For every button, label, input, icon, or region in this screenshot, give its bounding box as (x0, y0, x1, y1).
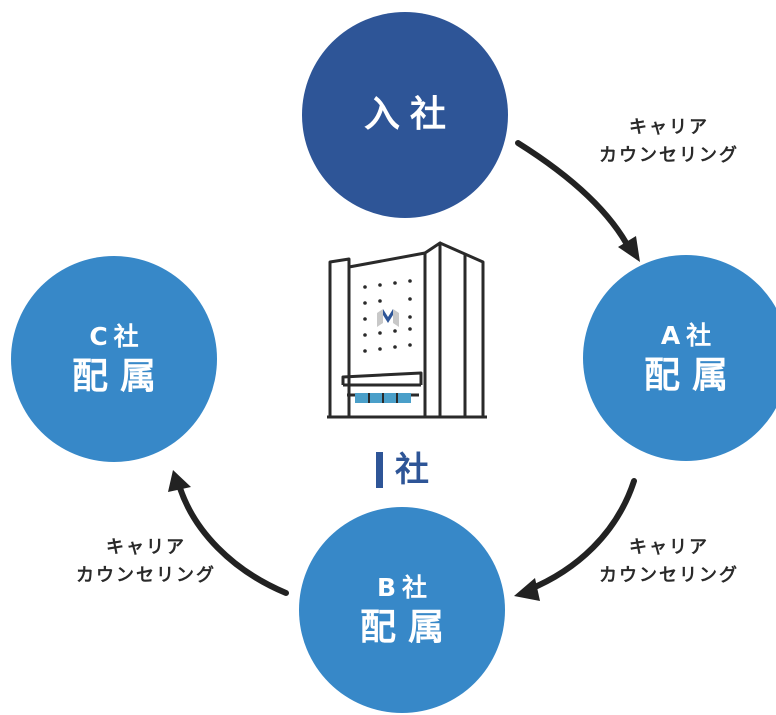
office-building-icon (327, 241, 487, 419)
node-joining: 入社 (302, 12, 508, 218)
arrow-right-to-bottom (525, 478, 637, 593)
caption-bottom-left-line2: カウンセリング (76, 565, 216, 586)
arrow-top-to-right (515, 140, 633, 253)
caption-bottom-right-line1: キャリア (629, 537, 709, 558)
caption-top-right: キャリア カウンセリング (574, 114, 764, 170)
node-company-c-assignment: 配属 (71, 355, 168, 397)
caption-bottom-left: キャリア カウンセリング (46, 534, 246, 590)
company-label-text: 社 (395, 450, 429, 490)
node-company-a-name: A社 (660, 320, 718, 350)
caption-bottom-left-line1: キャリア (106, 537, 186, 558)
node-joining-label: 入社 (363, 94, 456, 135)
arrow-top-to-right-head (618, 236, 640, 262)
caption-bottom-right: キャリア カウンセリング (574, 534, 764, 590)
caption-top-right-line2: カウンセリング (599, 145, 739, 166)
caption-top-right-line1: キャリア (629, 117, 709, 138)
arrow-bottom-to-left-head (168, 470, 191, 492)
caption-bottom-right-line2: カウンセリング (599, 565, 739, 586)
node-company-b-assignment: 配属 (359, 606, 456, 648)
node-company-b-name: B社 (376, 572, 434, 602)
arrow-right-to-bottom-head (514, 578, 540, 601)
node-company-b: B社 配属 (299, 507, 505, 713)
company-logo-mark (377, 309, 399, 327)
node-company-c: C社 配属 (11, 256, 217, 462)
arrow-bottom-to-left (177, 485, 289, 596)
company-accent-bar (376, 452, 383, 488)
node-company-a-assignment: 配属 (643, 354, 740, 396)
node-company-a: A社 配属 (583, 255, 776, 461)
company-label: 社 (376, 450, 429, 490)
node-company-c-name: C社 (89, 321, 145, 351)
